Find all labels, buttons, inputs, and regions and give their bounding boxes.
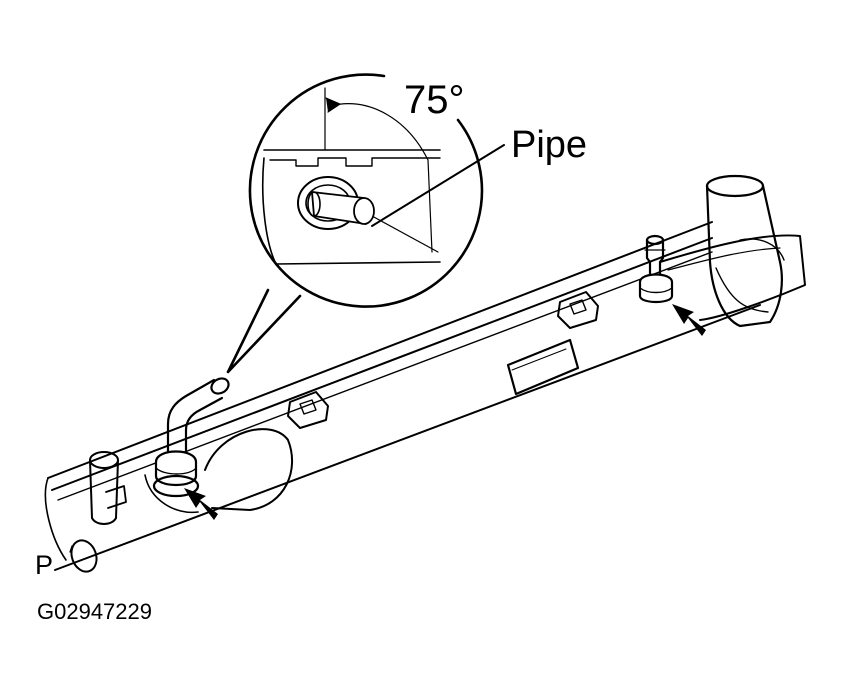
rail-clip (287, 391, 329, 429)
arrow-icon (672, 304, 706, 336)
fuel-rail (44, 221, 806, 571)
straight-pipe (638, 234, 674, 304)
arrow-icon (184, 488, 218, 520)
plug-label: P (35, 550, 54, 580)
pipe-leader-line (371, 144, 505, 227)
left-inlet-fitting (89, 451, 127, 525)
figure-code: G02947229 (37, 599, 152, 624)
bent-pipe (152, 377, 230, 498)
pipe-label: Pipe (511, 124, 588, 166)
outlet-elbow (705, 174, 785, 328)
rail-clip (557, 291, 599, 329)
end-plug (69, 539, 98, 573)
angle-label: 75° (404, 78, 465, 122)
detail-callout (226, 73, 484, 374)
